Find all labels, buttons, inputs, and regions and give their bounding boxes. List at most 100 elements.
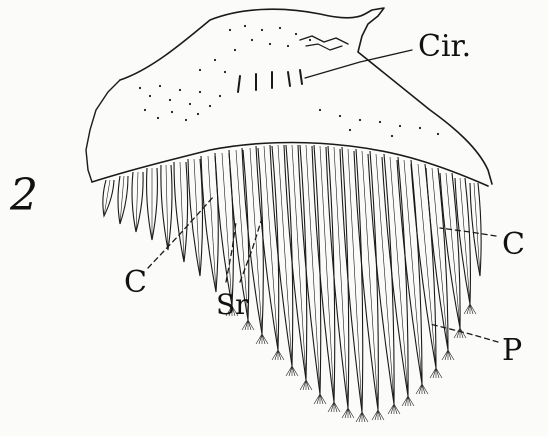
seta-bristle [408,396,414,406]
seta-blade [455,178,470,304]
seta-bristle [388,404,394,414]
seta-bristle [394,404,397,414]
seta-bristle [372,410,378,420]
seta-bristle [320,394,323,404]
seta-bristle [457,328,460,338]
seta-bristle [362,412,365,422]
seta-midrib [460,178,470,304]
seta-midrib [292,145,306,380]
seta-bristle [470,304,473,314]
seta-bristle [460,328,466,338]
seta-midrib [264,146,278,350]
seta-bristle [289,366,292,376]
seta-bristle [467,304,470,314]
seta-blade [270,145,293,366]
seta-bristle [436,368,442,378]
seta-bristle [286,366,292,376]
seta-bristle [345,408,348,418]
seta-midrib [348,149,362,412]
seta-bristle [292,366,298,376]
seta-bristle [442,350,448,360]
seta-midrib [334,147,348,408]
seta-bristle [394,404,400,414]
seta-blade [188,159,203,276]
seta-midrib [278,145,292,366]
seta-bristle [262,334,265,344]
seta-bristle [430,368,436,378]
label-c-left: C [124,265,147,300]
seta-bristle [362,412,368,422]
seta-bristle [419,384,422,394]
seta-blade [312,146,335,402]
seta-bristle [445,350,448,360]
seta-bristle [464,304,470,314]
seta-bristle [300,380,306,390]
seta-bristle [348,408,351,418]
seta-bristle [460,328,463,338]
seta-blade [382,157,408,396]
setae-group [103,145,481,422]
seta-blade [470,183,481,276]
cirri-rods [238,36,348,92]
seta-bristle [359,412,362,422]
seta-bristle [334,402,340,412]
label-sr: Sr [216,288,249,321]
seta-bristle [275,350,278,360]
seta-bristle [320,394,326,404]
seta-bristle [306,380,309,390]
seta-bristle [391,404,394,414]
seta-bristle [405,396,408,406]
seta-bristle [448,350,451,360]
seta-bristle [448,350,454,360]
seta-bristle [272,350,278,360]
seta-midrib [320,146,334,402]
seta-bristle [259,334,262,344]
basal-row [92,143,488,186]
seta-bristle [402,396,408,406]
seta-bristle [317,394,320,404]
seta-bristle [314,394,320,404]
seta-bristle [262,334,268,344]
seta-blade [118,176,128,224]
seta-blade [440,173,460,328]
seta-midrib [180,162,184,262]
seta-bristle [422,384,428,394]
seta-bristle [470,304,476,314]
seta-blade [354,151,378,410]
label-c-right: C [502,227,525,262]
seta-bristle [256,334,262,344]
seta-bristle [331,402,334,412]
seta-bristle [248,320,251,330]
seta-bristle [342,408,348,418]
seta-bristle [422,384,425,394]
label-p: P [502,333,522,368]
label-cirrus: Cir. [418,29,471,64]
seta-bristle [278,350,281,360]
seta-bristle [245,320,248,330]
seta-bristle [408,396,411,406]
seta-bristle [454,328,460,338]
seta-bristle [436,368,439,378]
seta-bristle [375,410,378,420]
seta-bristle [378,410,381,420]
seta-midrib [446,173,460,328]
seta-bristle [378,410,384,420]
seta-bristle [348,408,354,418]
seta-bristle [334,402,337,412]
seta-midrib [306,145,320,394]
seta-bristle [433,368,436,378]
seta-bristle [292,366,295,376]
seta-blade [298,145,321,394]
seta-bristle [356,412,362,422]
seta-bristle [242,320,248,330]
seta-bristle [416,384,422,394]
seta-blade [103,180,114,216]
seta-blade [426,168,448,350]
seta-bristle [328,402,334,412]
seta-bristle [306,380,312,390]
seta-blade [284,145,307,380]
figure-number: 2 [9,170,38,221]
seta-bristle [303,380,306,390]
